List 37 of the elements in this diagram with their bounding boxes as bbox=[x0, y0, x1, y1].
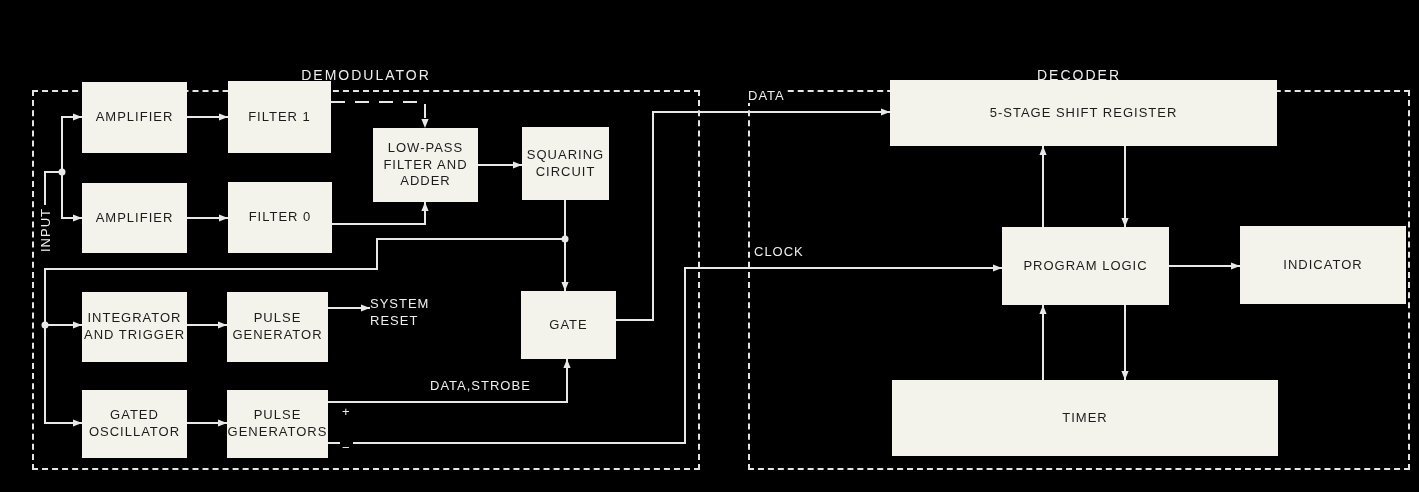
block-box: AMPLIFIER bbox=[82, 82, 187, 153]
output-label: SYSTEM RESET bbox=[370, 296, 445, 342]
arrow bbox=[327, 264, 1003, 444]
arrow bbox=[477, 161, 523, 169]
block-box: TIMER bbox=[892, 380, 1278, 456]
arrow bbox=[1121, 145, 1129, 228]
edge-label: DATA,STROBE bbox=[428, 378, 533, 393]
edge-label: DATA bbox=[746, 88, 787, 103]
block-box: FILTER 0 bbox=[228, 182, 332, 253]
block-box: FILTER 1 bbox=[228, 81, 331, 153]
arrow bbox=[615, 108, 891, 321]
arrow bbox=[1168, 262, 1241, 270]
block-box: INTEGRATOR AND TRIGGER bbox=[82, 292, 187, 362]
arrow bbox=[330, 101, 429, 129]
edge-label: CLOCK bbox=[752, 244, 806, 259]
block-box: GATED OSCILLATOR bbox=[82, 390, 187, 458]
arrow bbox=[186, 214, 229, 222]
block-box: LOW-PASS FILTER AND ADDER bbox=[373, 128, 478, 202]
block-box: 5-STAGE SHIFT REGISTER bbox=[890, 80, 1277, 146]
arrow bbox=[44, 171, 83, 222]
block-box: INDICATOR bbox=[1240, 226, 1406, 304]
block-box: SQUARING CIRCUIT bbox=[522, 127, 609, 200]
arrow bbox=[327, 304, 371, 312]
arrow bbox=[327, 358, 571, 403]
arrow bbox=[1121, 304, 1129, 381]
block-box: PROGRAM LOGIC bbox=[1002, 227, 1169, 305]
arrow bbox=[186, 419, 228, 427]
arrow bbox=[1039, 145, 1047, 228]
arrow bbox=[186, 321, 228, 329]
block-box: PULSE GENERATORS bbox=[227, 390, 328, 458]
arrow bbox=[186, 113, 229, 121]
arrow bbox=[331, 201, 429, 225]
arrow bbox=[1039, 304, 1047, 381]
block-box: AMPLIFIER bbox=[82, 183, 187, 253]
block-box: GATE bbox=[521, 291, 616, 359]
input-label: INPUT bbox=[38, 205, 54, 256]
block-box: PULSE GENERATOR bbox=[227, 292, 328, 362]
